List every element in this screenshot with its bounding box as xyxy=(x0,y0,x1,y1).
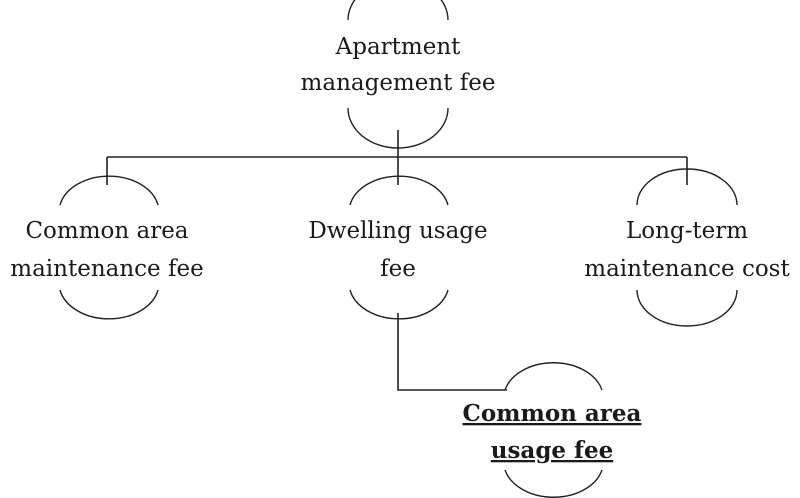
middle-top-arc xyxy=(349,175,449,206)
node-common-area-usage: Common area usage fee xyxy=(463,400,642,464)
common-area-usage-label-line-2: usage fee xyxy=(491,437,613,464)
left-top-arc xyxy=(59,175,159,206)
node-long-term-maintenance: Long-term maintenance cost xyxy=(584,218,790,282)
right-top-arc xyxy=(636,168,738,206)
node-arcs xyxy=(59,0,738,498)
dwelling-to-common-usage-line xyxy=(397,313,507,391)
dwelling-usage-label-line-2: fee xyxy=(380,256,416,282)
common-area-maintenance-label-line-1: Common area xyxy=(25,218,188,244)
node-root: Apartment management fee xyxy=(301,34,496,96)
root-bottom-arc xyxy=(347,107,449,149)
middle-bottom-arc xyxy=(349,289,449,320)
dwelling-usage-label-line-1: Dwelling usage xyxy=(308,218,487,244)
common-area-usage-label-line-1: Common area xyxy=(463,400,642,427)
root-top-arc xyxy=(347,0,449,21)
long-term-maintenance-label-line-1: Long-term xyxy=(626,218,748,244)
common-area-maintenance-label-line-2: maintenance fee xyxy=(10,256,203,282)
root-label-line-1: Apartment xyxy=(335,34,462,60)
node-common-area-maintenance: Common area maintenance fee xyxy=(10,218,203,282)
usage-top-arc xyxy=(504,362,603,391)
root-label-line-2: management fee xyxy=(301,70,496,96)
right-bottom-arc xyxy=(636,289,738,327)
usage-bottom-arc xyxy=(504,469,603,498)
connector-lines xyxy=(106,130,688,391)
node-dwelling-usage: Dwelling usage fee xyxy=(308,218,487,282)
long-term-maintenance-label-line-2: maintenance cost xyxy=(584,256,790,282)
left-bottom-arc xyxy=(59,289,159,320)
